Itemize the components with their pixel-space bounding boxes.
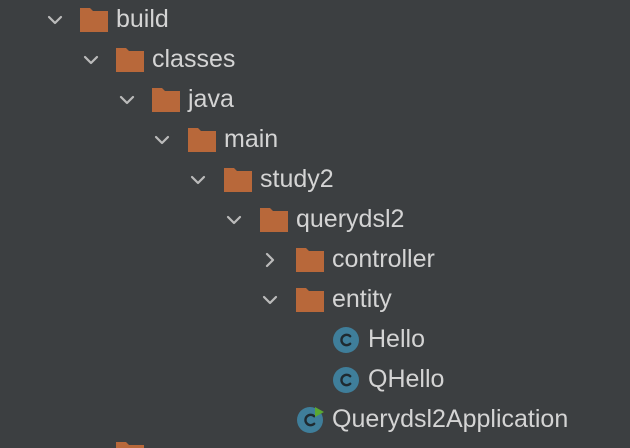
tree-item-label: entity <box>332 285 392 313</box>
tree-item-querydsl2application[interactable]: Querydsl2Application <box>0 400 630 440</box>
folder-icon <box>152 88 180 112</box>
java-class-icon <box>333 327 359 353</box>
tree-item-qhello[interactable]: QHello <box>0 360 630 400</box>
tree-item-label: classes <box>152 45 236 73</box>
tree-item-study2[interactable]: study2 <box>0 160 630 200</box>
folder-icon <box>188 128 216 152</box>
tree-item-querydsl2[interactable]: querydsl2 <box>0 200 630 240</box>
folder-icon <box>224 168 252 192</box>
tree-item-entity[interactable]: entity <box>0 280 630 320</box>
tree-item-label: controller <box>332 245 435 273</box>
folder-icon <box>116 48 144 72</box>
tree-item-label: main <box>224 125 279 153</box>
tree-item-build[interactable]: build <box>0 0 630 40</box>
folder-icon <box>116 442 144 448</box>
tree-item-label: querydsl2 <box>296 205 405 233</box>
tree-item-main[interactable]: main <box>0 120 630 160</box>
tree-item-label: Querydsl2Application <box>332 405 569 433</box>
tree-item-label: java <box>188 85 234 113</box>
tree-item-classes[interactable]: classes <box>0 40 630 80</box>
folder-icon <box>296 248 324 272</box>
chevron-down-icon[interactable] <box>153 131 171 149</box>
chevron-right-icon[interactable] <box>261 251 279 269</box>
chevron-down-icon[interactable] <box>82 51 100 69</box>
chevron-down-icon[interactable] <box>189 171 207 189</box>
chevron-down-icon[interactable] <box>118 91 136 109</box>
chevron-down-icon[interactable] <box>46 11 64 29</box>
folder-icon <box>80 8 108 32</box>
java-class-icon <box>333 367 359 393</box>
tree-item-java[interactable]: java <box>0 80 630 120</box>
folder-icon <box>260 208 288 232</box>
tree-item-label: QHello <box>368 365 445 393</box>
tree-item-hello[interactable]: Hello <box>0 320 630 360</box>
folder-icon <box>296 288 324 312</box>
java-runnable-class-icon <box>297 407 324 433</box>
tree-item-label: build <box>116 5 169 33</box>
chevron-down-icon[interactable] <box>225 211 243 229</box>
tree-item-label: Hello <box>368 325 425 353</box>
tree-item-label: study2 <box>260 165 334 193</box>
chevron-down-icon[interactable] <box>261 291 279 309</box>
tree-item-controller[interactable]: controller <box>0 240 630 280</box>
